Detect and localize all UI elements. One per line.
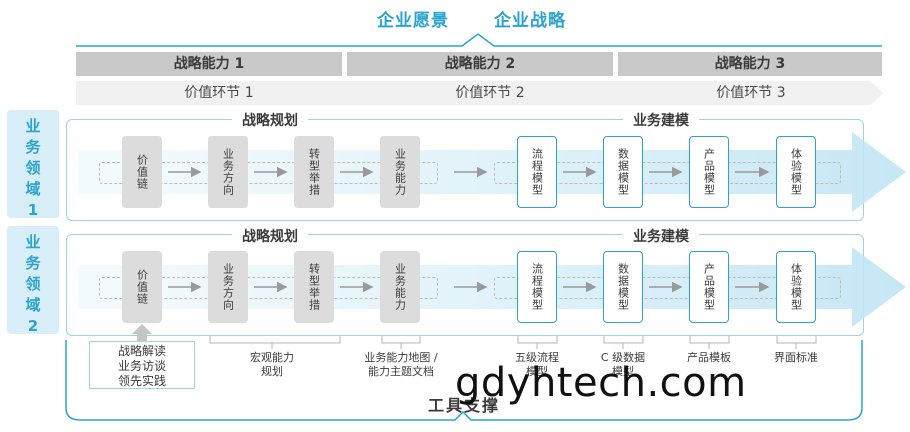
domain-label-2: 业 务 领 域 2	[7, 226, 59, 335]
domain-label-char: 领	[25, 159, 41, 177]
domain-label-char: 务	[25, 254, 41, 272]
source-item: 战略解读	[117, 344, 166, 358]
vision-title: 企业愿景	[377, 11, 449, 31]
box-label: 价值链	[135, 154, 149, 190]
strategy-title: 企业战略	[494, 11, 566, 31]
output-line: 界面标准	[774, 351, 818, 364]
output-line: 模型	[526, 365, 548, 378]
domain-label-char: 域	[25, 296, 41, 314]
capability-bar-3: 战略能力 3	[618, 52, 882, 76]
section-heading-strategy-2: 战略规划	[232, 226, 308, 246]
dashed-track-right-1	[494, 162, 841, 184]
box-experience-model-1: 体验模型	[776, 136, 816, 208]
domain-label-char: 领	[25, 275, 41, 293]
source-item: 领先实践	[117, 374, 166, 388]
output-capability-map: 业务能力地图 / 能力主题文档	[346, 351, 456, 379]
box-data-model-1: 数据模型	[603, 136, 643, 208]
box-process-model-2: 流程模型	[517, 251, 557, 323]
output-line: 产品模板	[687, 351, 731, 364]
output-line: 五级流程	[515, 351, 559, 364]
value-segment-2: 价值环节 2	[347, 81, 633, 105]
domain-label-char: 业	[25, 117, 41, 135]
value-segment-1: 价值环节 1	[76, 81, 362, 105]
box-label: 数据模型	[616, 148, 630, 196]
box-business-direction-1: 业务方向	[208, 136, 248, 208]
box-transformation-1: 转型举措	[294, 136, 334, 208]
box-process-model-1: 流程模型	[517, 136, 557, 208]
box-label: 产品模型	[702, 263, 716, 311]
box-label: 业务方向	[221, 263, 235, 311]
section-heading-strategy-1: 战略规划	[232, 110, 308, 130]
output-line: 业务能力地图 /	[364, 351, 438, 364]
section-heading-modeling-2: 业务建模	[623, 226, 699, 246]
output-macro-capability: 宏观能力 规划	[232, 351, 312, 379]
box-label: 业务能力	[393, 263, 407, 311]
domain-label-char: 业	[25, 233, 41, 251]
box-business-direction-2: 业务方向	[208, 251, 248, 323]
box-product-model-2: 产品模型	[689, 251, 729, 323]
output-ui-standard: 界面标准	[761, 351, 831, 365]
value-segment-3: 价值环节 3	[618, 81, 884, 105]
domain-label-char: 务	[25, 138, 41, 156]
box-label: 价值链	[135, 269, 149, 305]
box-label: 体验模型	[789, 148, 803, 196]
box-experience-model-2: 体验模型	[776, 251, 816, 323]
box-label: 业务方向	[221, 148, 235, 196]
box-label: 数据模型	[616, 263, 630, 311]
output-line: C 级数据	[600, 351, 646, 364]
output-line: 宏观能力	[250, 351, 294, 364]
section-heading-modeling-1: 业务建模	[623, 110, 699, 130]
domain-label-1: 业 务 领 域 1	[7, 110, 59, 219]
watermark: gdyhtech.com	[455, 360, 747, 406]
box-business-capability-2: 业务能力	[380, 251, 420, 323]
box-value-chain-2: 价值链	[122, 251, 162, 323]
box-value-chain-1: 价值链	[122, 136, 162, 208]
box-transformation-2: 转型举措	[294, 251, 334, 323]
output-line: 模型	[612, 365, 634, 378]
box-label: 业务能力	[393, 148, 407, 196]
box-label: 转型举措	[307, 263, 321, 311]
dashed-track-left-1	[99, 162, 438, 184]
box-label: 转型举措	[307, 148, 321, 196]
output-process-model: 五级流程 模型	[502, 351, 572, 379]
output-product-template: 产品模板	[674, 351, 744, 365]
capability-bar-1: 战略能力 1	[76, 52, 342, 76]
title-bracket-line	[76, 33, 882, 47]
box-data-model-2: 数据模型	[603, 251, 643, 323]
box-label: 体验模型	[789, 263, 803, 311]
domain-label-char: 1	[27, 201, 39, 219]
box-business-capability-1: 业务能力	[380, 136, 420, 208]
tool-support-label: 工具支撑	[427, 396, 500, 415]
input-sources-box: 战略解读 业务访谈 领先实践	[89, 341, 195, 389]
box-label: 流程模型	[530, 263, 544, 311]
source-item: 业务访谈	[117, 359, 166, 373]
output-data-model: C 级数据 模型	[588, 351, 658, 379]
box-product-model-1: 产品模型	[689, 136, 729, 208]
output-line: 规划	[261, 365, 283, 378]
box-label: 产品模型	[702, 148, 716, 196]
dashed-track-right-2	[494, 277, 841, 299]
output-line: 能力主题文档	[368, 365, 434, 378]
domain-label-char: 域	[25, 180, 41, 198]
dashed-track-left-2	[99, 277, 438, 299]
capability-bar-2: 战略能力 2	[347, 52, 613, 76]
box-label: 流程模型	[530, 148, 544, 196]
domain-label-char: 2	[27, 317, 39, 335]
